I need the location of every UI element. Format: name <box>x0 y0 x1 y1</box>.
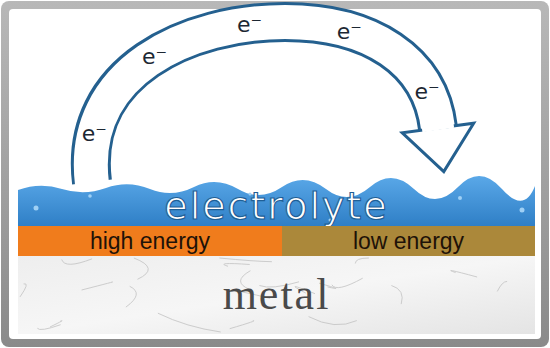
electron-arrow-joint <box>437 122 438 130</box>
band-label: low energy <box>353 230 464 253</box>
electron-arrow-head <box>402 123 473 171</box>
marble-vein <box>355 258 369 264</box>
marble-vein <box>82 282 113 290</box>
electron-label: e⁻ <box>337 21 362 43</box>
band-label: high energy <box>90 230 210 253</box>
electron-label: e⁻ <box>237 14 262 36</box>
marble-vein <box>158 313 221 332</box>
electron-label: e⁻ <box>142 46 167 68</box>
marble-vein <box>126 286 136 307</box>
band-label: metal <box>223 273 331 317</box>
electrolyte-band: electrolyte <box>18 186 535 226</box>
marble-vein <box>62 259 92 264</box>
metal-band: metal <box>18 256 535 334</box>
marble-vein <box>451 270 478 277</box>
electron-arrow-body <box>91 22 438 184</box>
marble-veins <box>20 258 507 332</box>
marble-vein <box>20 284 26 297</box>
marble-vein <box>391 286 402 305</box>
marble-vein <box>224 264 250 267</box>
band-label: electrolyte <box>164 187 388 225</box>
marble-vein <box>309 317 357 325</box>
marble-vein <box>230 321 254 329</box>
marble-vein <box>134 258 148 279</box>
marble-vein <box>219 258 272 262</box>
marble-vein <box>332 278 363 287</box>
marble-vein <box>497 281 507 291</box>
marble-vein <box>37 325 60 330</box>
electron-label: e⁻ <box>414 81 439 103</box>
electron-label: e⁻ <box>82 123 107 145</box>
frame-inner <box>9 9 541 339</box>
metal-ground <box>18 256 535 334</box>
high-energy-band: high energy <box>18 226 282 256</box>
low-energy-band: low energy <box>282 226 535 256</box>
